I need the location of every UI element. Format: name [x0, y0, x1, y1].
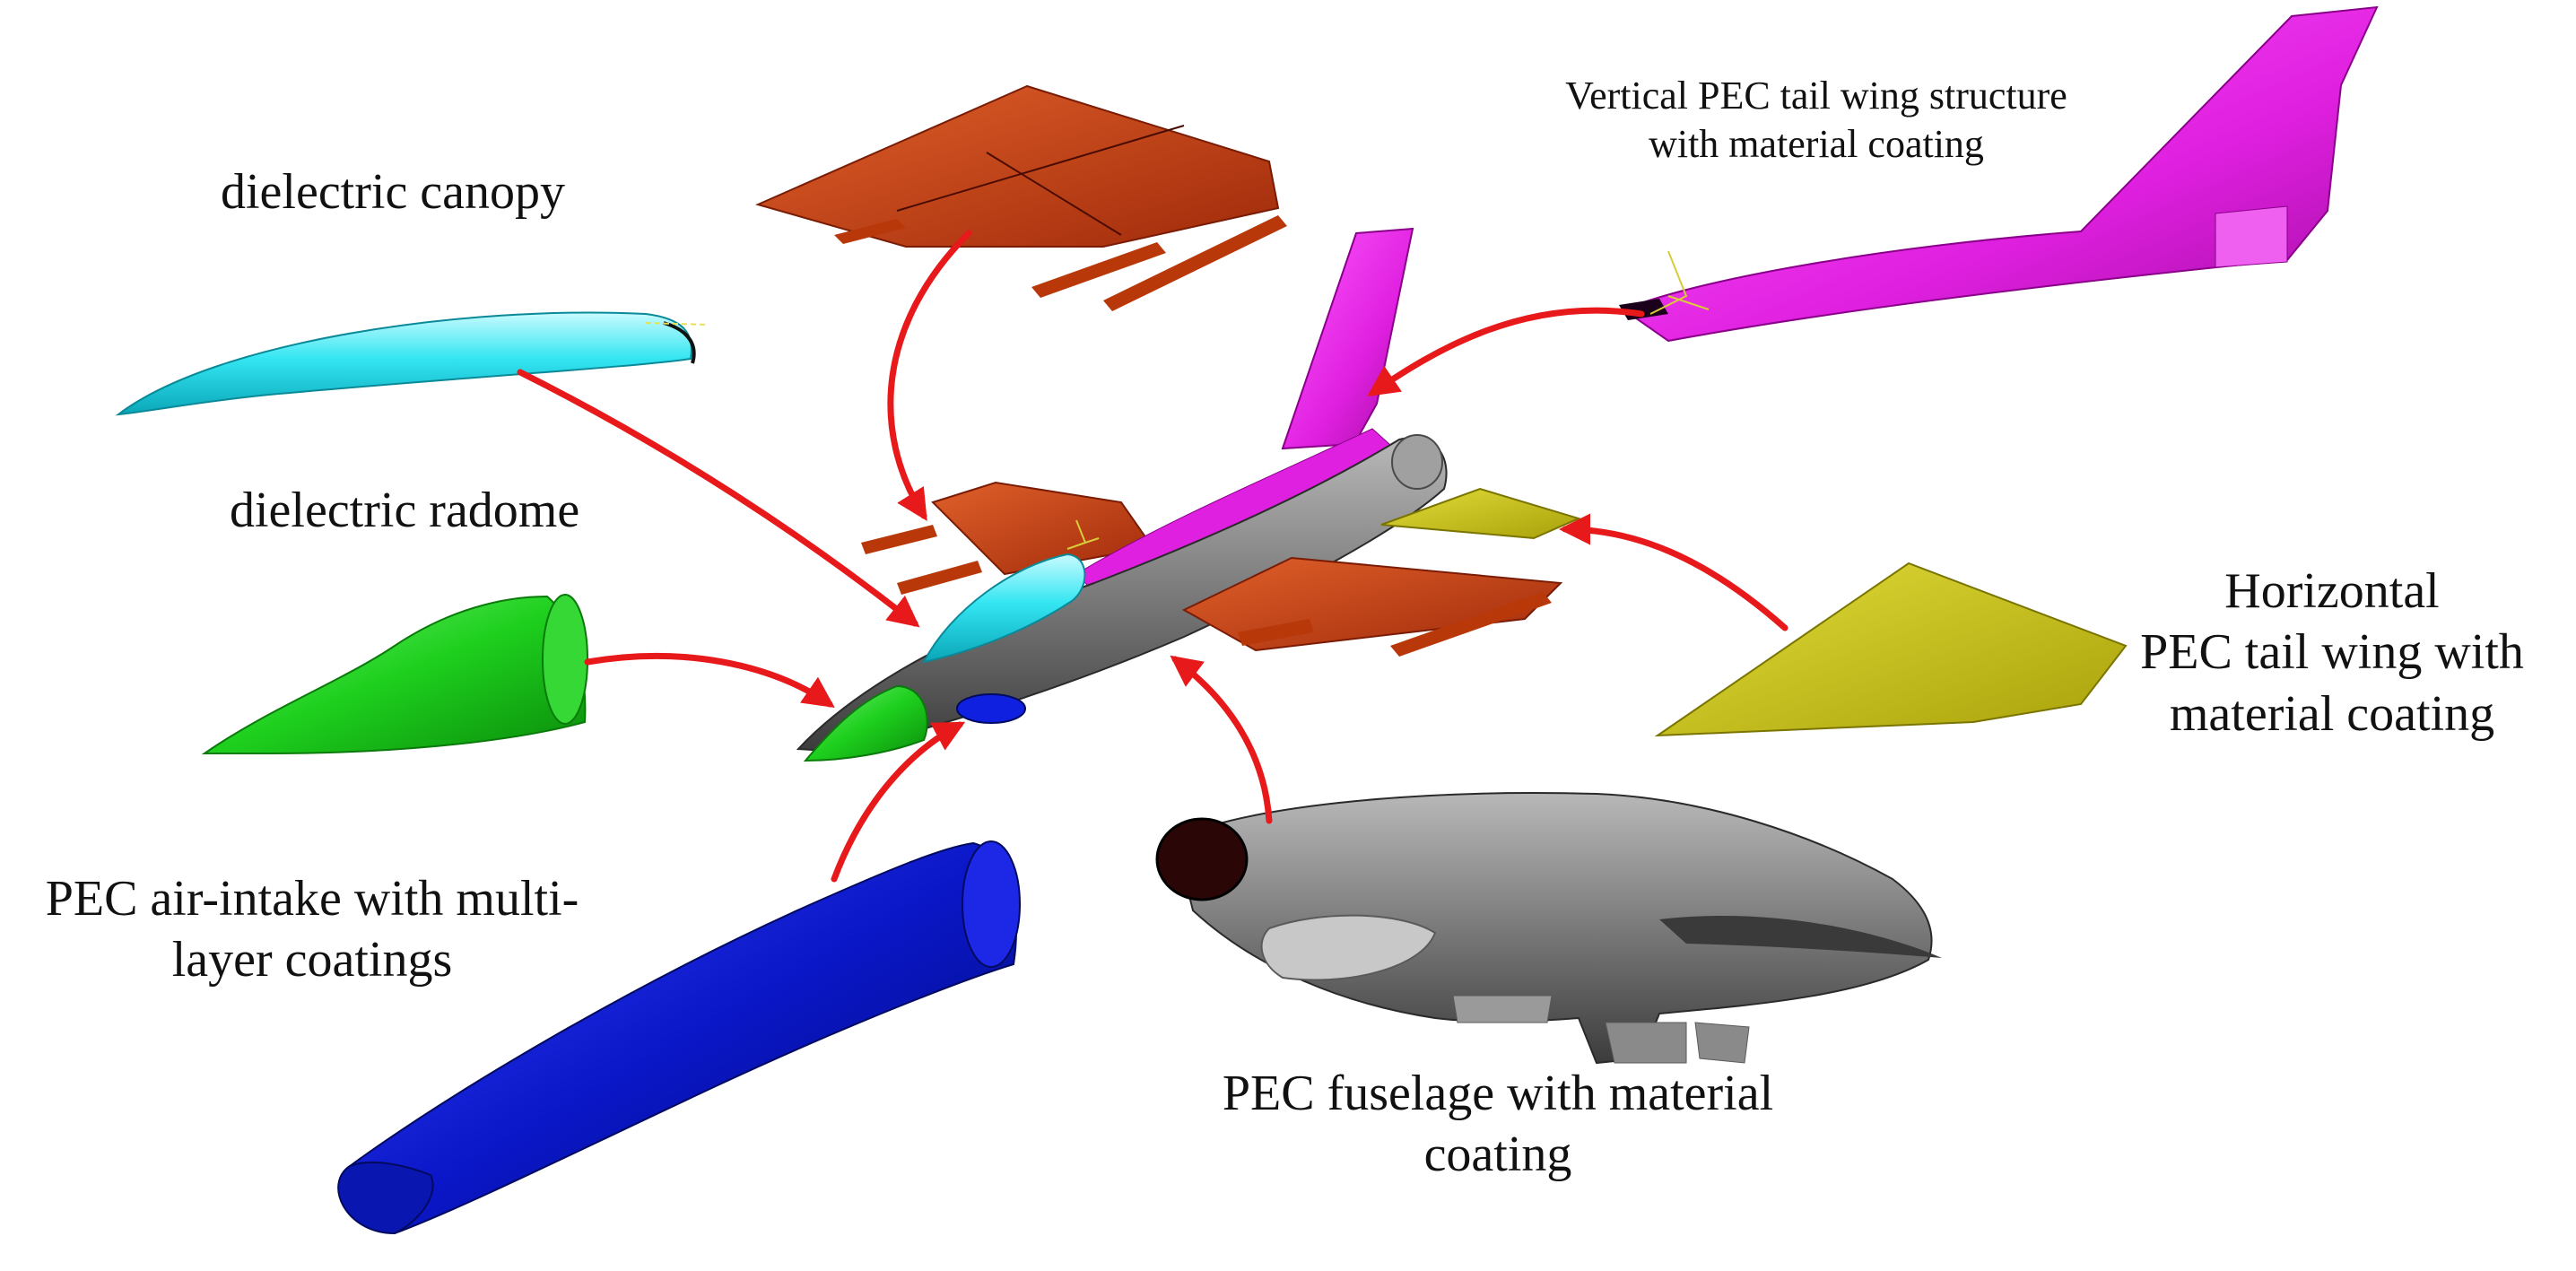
air-intake-part: [337, 840, 1021, 1235]
horizontal-tail-part: [1654, 562, 2128, 737]
vertical-tail-part: [1619, 5, 2379, 343]
label-radome: dielectric radome: [230, 480, 579, 541]
arrow-canopy: [517, 369, 920, 628]
assembled-aircraft: [796, 227, 1581, 762]
label-horizontal-tail: Horizontal PEC tail wing with material c…: [2099, 561, 2565, 744]
main-wing-part: [755, 84, 1287, 311]
radome-part: [201, 594, 588, 754]
label-canopy-text: dielectric canopy: [221, 164, 566, 220]
arrow-vertical-tail: [1367, 307, 1645, 396]
label-vertical-tail-line2: with material coating: [1649, 121, 1984, 166]
label-radome-text: dielectric radome: [230, 483, 580, 538]
canopy-part: [115, 311, 709, 416]
fuselage-part: [1155, 792, 1942, 1065]
arrow-main-wing: [887, 230, 972, 521]
label-air-intake-line2: layer coatings: [171, 932, 453, 988]
arrow-fuselage: [1170, 655, 1273, 824]
label-canopy: dielectric canopy: [221, 161, 565, 222]
label-horizontal-tail-line3: material coating: [2169, 685, 2495, 742]
label-horizontal-tail-line2: PEC tail wing with: [2140, 624, 2524, 681]
label-vertical-tail-line1: Vertical PEC tail wing structure: [1565, 74, 2067, 118]
label-air-intake: PEC air-intake with multi- layer coating…: [16, 868, 608, 991]
label-fuselage-line2: coating: [1423, 1127, 1572, 1183]
label-fuselage-line1: PEC fuselage with material: [1222, 1066, 1774, 1121]
arrows: [517, 230, 1788, 883]
arrow-horizontal-tail: [1559, 513, 1788, 631]
label-air-intake-line1: PEC air-intake with multi-: [45, 871, 579, 927]
arrow-air-intake: [831, 721, 966, 883]
label-vertical-tail: Vertical PEC tail wing structure with ma…: [1507, 72, 2126, 168]
arrow-radome: [584, 652, 835, 708]
label-horizontal-tail-line1: Horizontal: [2224, 563, 2440, 619]
label-fuselage: PEC fuselage with material coating: [1166, 1063, 1830, 1186]
